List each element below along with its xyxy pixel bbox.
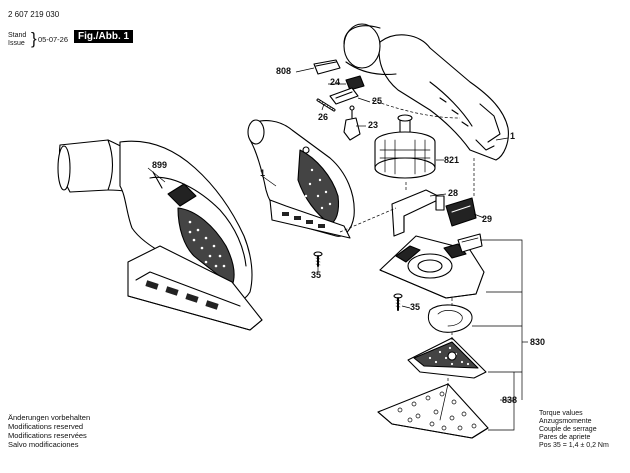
stand-label: Stand <box>8 32 27 39</box>
part-label-29: 29 <box>482 214 493 224</box>
part-label-28: 28 <box>448 188 459 198</box>
note-es: Salvo modificaciones <box>8 440 79 449</box>
stand-issue-label: Stand Issue <box>8 32 26 48</box>
pad-holder-drawing <box>379 233 485 299</box>
part-label-1-right: 1 <box>510 131 516 141</box>
assembled-sander-drawing <box>57 139 263 331</box>
part-label-830: 830 <box>530 337 546 347</box>
part-label-808: 808 <box>276 66 292 76</box>
slide-25-drawing <box>329 87 359 105</box>
torque-title-es: Pares de apriete <box>539 434 591 441</box>
part-label-25: 25 <box>372 96 383 106</box>
bracket-28-drawing <box>391 189 445 237</box>
part-label-821: 821 <box>444 155 460 165</box>
switch-24-drawing <box>345 75 365 91</box>
housing-half-left-drawing <box>247 119 355 239</box>
document-number: 2 607 219 030 <box>8 10 60 19</box>
torque-title-en: Torque values <box>539 410 583 417</box>
label-sticker-808-drawing <box>313 59 341 75</box>
spring-26-drawing <box>316 98 336 112</box>
note-en: Modifications reserved <box>8 422 84 431</box>
note-fr: Modifications reservées <box>8 431 87 440</box>
leader-lines <box>147 67 528 431</box>
torque-pos-35: Pos 35 = 1,4 ± 0,2 Nm <box>539 442 609 449</box>
switch-rocker-23-drawing <box>343 105 361 141</box>
torque-title-de: Anzugsmomente <box>539 418 592 425</box>
note-de: Änderungen vorbehalten <box>8 413 91 422</box>
part-label-899: 899 <box>152 160 168 170</box>
retaining-clip-drawing <box>428 304 473 333</box>
part-label-35-left: 35 <box>311 270 322 280</box>
fitting-29-drawing <box>445 197 477 227</box>
part-label-26: 26 <box>318 112 329 122</box>
part-label-1-left: 1 <box>260 168 266 178</box>
part-label-23: 23 <box>368 120 379 130</box>
modification-notes: Änderungen vorbehalten Modifications res… <box>8 413 90 449</box>
brace-glyph: } <box>31 29 37 48</box>
torque-title-fr: Couple de serrage <box>539 426 597 433</box>
part-label-24: 24 <box>330 77 341 87</box>
torque-values: Torque values Anzugsmomente Couple de se… <box>539 410 609 450</box>
figure-label: Fig./Abb. 1 <box>74 30 134 43</box>
part-label-35-right: 35 <box>410 302 421 312</box>
sanding-pad-drawing <box>407 337 487 379</box>
part-label-838: 838 <box>502 395 518 405</box>
sanding-sheet-drawing <box>377 383 489 439</box>
motor-821-drawing <box>374 114 436 179</box>
screw-35-left-drawing <box>313 251 323 267</box>
screw-35-right-drawing <box>393 293 403 311</box>
housing-half-right-drawing <box>343 23 509 161</box>
issue-date: 05-07-26 <box>38 35 69 44</box>
issue-label: Issue <box>8 40 25 47</box>
